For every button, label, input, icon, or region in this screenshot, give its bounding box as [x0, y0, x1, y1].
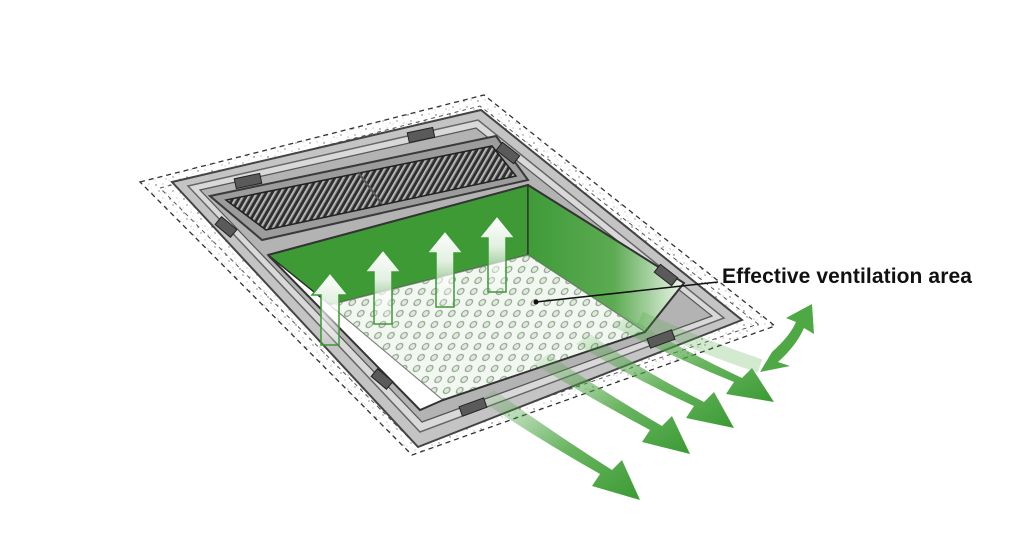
mounting-clips [214, 126, 679, 417]
perforated-panel [328, 254, 647, 401]
airflow-arrow-bidirectional-icon [760, 304, 814, 372]
callout-leader [533, 281, 719, 305]
airflow-arrow-up-icon [310, 214, 517, 346]
exhaust-grille [207, 134, 530, 242]
effective-ventilation-area-label: Effective ventilation area [722, 265, 973, 288]
